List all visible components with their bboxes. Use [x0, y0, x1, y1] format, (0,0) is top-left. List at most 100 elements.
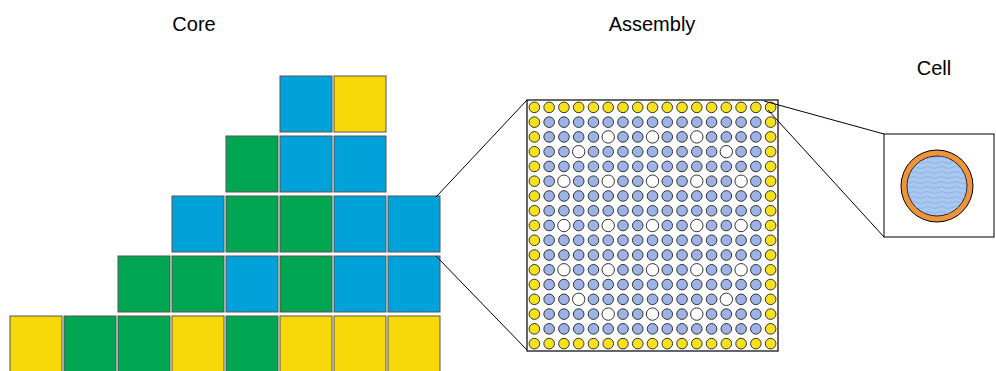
- fuel-pin: [736, 235, 747, 246]
- fuel-pin: [765, 220, 776, 231]
- fuel-pin: [765, 132, 776, 143]
- guide-tube: [735, 175, 747, 187]
- guide-tube: [646, 264, 658, 276]
- fuel-pin: [588, 264, 599, 275]
- fuel-pin: [721, 102, 732, 113]
- fuel-pin: [721, 176, 732, 187]
- guide-tube: [720, 145, 732, 157]
- guide-tube: [691, 131, 703, 143]
- fuel-pin: [662, 176, 673, 187]
- fuel-pin: [677, 294, 688, 305]
- fuel-pin: [736, 102, 747, 113]
- fuel-pin: [677, 250, 688, 261]
- fuel-pin: [618, 250, 629, 261]
- fuel-pin: [618, 176, 629, 187]
- core-map: [10, 76, 440, 371]
- fuel-pin: [618, 309, 629, 320]
- fuel-pin: [603, 205, 614, 216]
- fuel-pin: [647, 338, 658, 349]
- fuel-pin: [573, 117, 584, 128]
- guide-tube: [572, 145, 584, 157]
- fuel-pin: [677, 117, 688, 128]
- fuel-pin: [721, 309, 732, 320]
- fuel-pin: [765, 191, 776, 202]
- fuel-pin: [736, 117, 747, 128]
- fuel-pin: [618, 102, 629, 113]
- panel-heading: Cell: [917, 56, 951, 80]
- fuel-pin: [736, 205, 747, 216]
- assembly-tile: [388, 196, 440, 252]
- fuel-pin: [736, 146, 747, 157]
- assembly-tile: [172, 196, 224, 252]
- assembly-tile: [334, 136, 386, 192]
- fuel-pin: [706, 146, 717, 157]
- fuel-pin: [691, 250, 702, 261]
- fuel-pin: [544, 146, 555, 157]
- fuel-pin: [706, 250, 717, 261]
- assembly-tile: [334, 256, 386, 312]
- assembly-tile: [280, 136, 332, 192]
- fuel-pin: [721, 324, 732, 335]
- fuel-pin: [529, 264, 540, 275]
- fuel-pin: [647, 324, 658, 335]
- fuel-pin: [662, 279, 673, 290]
- fuel-pin: [544, 191, 555, 202]
- fuel-pin: [559, 117, 570, 128]
- fuel-pin: [618, 146, 629, 157]
- fuel-pin: [632, 176, 643, 187]
- fuel-pin: [618, 264, 629, 275]
- fuel-pin: [544, 102, 555, 113]
- fuel-pin: [559, 146, 570, 157]
- fuel-pin: [647, 294, 658, 305]
- assembly-tile: [226, 316, 278, 371]
- assembly-tile: [280, 256, 332, 312]
- fuel-pin: [662, 132, 673, 143]
- fuel-pin: [706, 309, 717, 320]
- fuel-pin: [529, 294, 540, 305]
- fuel-pin: [647, 117, 658, 128]
- fuel-pin: [588, 220, 599, 231]
- fuel-pin: [529, 279, 540, 290]
- guide-tube: [602, 308, 614, 320]
- fuel-pin: [751, 176, 762, 187]
- fuel-pin: [765, 161, 776, 172]
- fuel-pin: [632, 338, 643, 349]
- fuel-pin: [588, 324, 599, 335]
- fuel-pin: [573, 235, 584, 246]
- fuel-pin: [632, 102, 643, 113]
- fuel-pin: [765, 324, 776, 335]
- cladding: [901, 150, 973, 222]
- assembly-tile: [226, 196, 278, 252]
- fuel-pin: [544, 279, 555, 290]
- fuel-pin: [721, 235, 732, 246]
- fuel-pin: [647, 146, 658, 157]
- fuel-pin: [588, 132, 599, 143]
- fuel-pin: [559, 324, 570, 335]
- fuel-pin: [691, 294, 702, 305]
- fuel-pin: [765, 146, 776, 157]
- fuel-pin: [751, 309, 762, 320]
- fuel-pin: [529, 220, 540, 231]
- fuel-pin: [544, 309, 555, 320]
- fuel-pin: [662, 309, 673, 320]
- fuel-pin: [588, 102, 599, 113]
- assembly-outline: [527, 100, 778, 351]
- fuel-pin: [588, 279, 599, 290]
- fuel-pin: [588, 338, 599, 349]
- fuel-pin: [721, 338, 732, 349]
- cell-outline: [884, 134, 994, 237]
- fuel-pin: [736, 294, 747, 305]
- fuel-pin: [559, 191, 570, 202]
- fuel-pin: [662, 102, 673, 113]
- fuel-pin: [706, 264, 717, 275]
- fuel-pin: [677, 132, 688, 143]
- fuel-pin: [662, 235, 673, 246]
- fuel-pin: [765, 205, 776, 216]
- fuel-pin: [662, 324, 673, 335]
- zoom-line: [436, 256, 527, 350]
- guide-tube: [558, 264, 570, 276]
- fuel-pin: [751, 324, 762, 335]
- assembly-tile: [226, 256, 278, 312]
- assembly-tile: [280, 76, 332, 132]
- fuel-pin: [765, 338, 776, 349]
